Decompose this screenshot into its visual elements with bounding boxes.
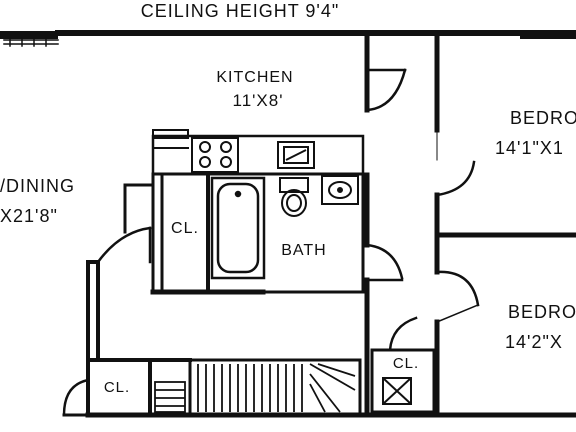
top-wall-left [0,31,58,39]
living-dining-size: X21'8" [0,206,58,226]
top-wall-right [520,30,576,39]
window-hatch [3,37,59,47]
kitchen-counter [151,134,365,176]
closet-2-name: CL. [104,379,130,396]
stair-icon [197,363,356,413]
living-dining-name: /DINING [0,176,75,196]
step-stack-icon [154,381,186,413]
toilet-icon [279,177,309,217]
stove-icon [191,137,239,173]
stair-box [188,358,362,417]
bedroom-1-name: BEDRO [510,108,576,128]
vanity-icon [321,175,359,205]
hvac-unit-icon [382,377,412,405]
bedroom-1-size: 14'1"X1 [495,138,564,158]
bath-name: BATH [281,242,326,259]
corridor-closet [370,348,436,414]
closet-3-name: CL. [393,355,419,372]
walls [0,30,576,418]
ceiling-height-label: CEILING HEIGHT 9'4" [141,1,340,21]
bathtub-icon [210,176,266,280]
bedroom-2-name: BEDRO [508,302,576,322]
closet-1-name: CL. [171,220,199,237]
bedroom-2-size: 14'2"X [505,332,563,352]
kitchen-size: 11'X8' [233,91,284,110]
sink-icon [277,141,315,169]
kitchen-name: KITCHEN [216,69,293,86]
